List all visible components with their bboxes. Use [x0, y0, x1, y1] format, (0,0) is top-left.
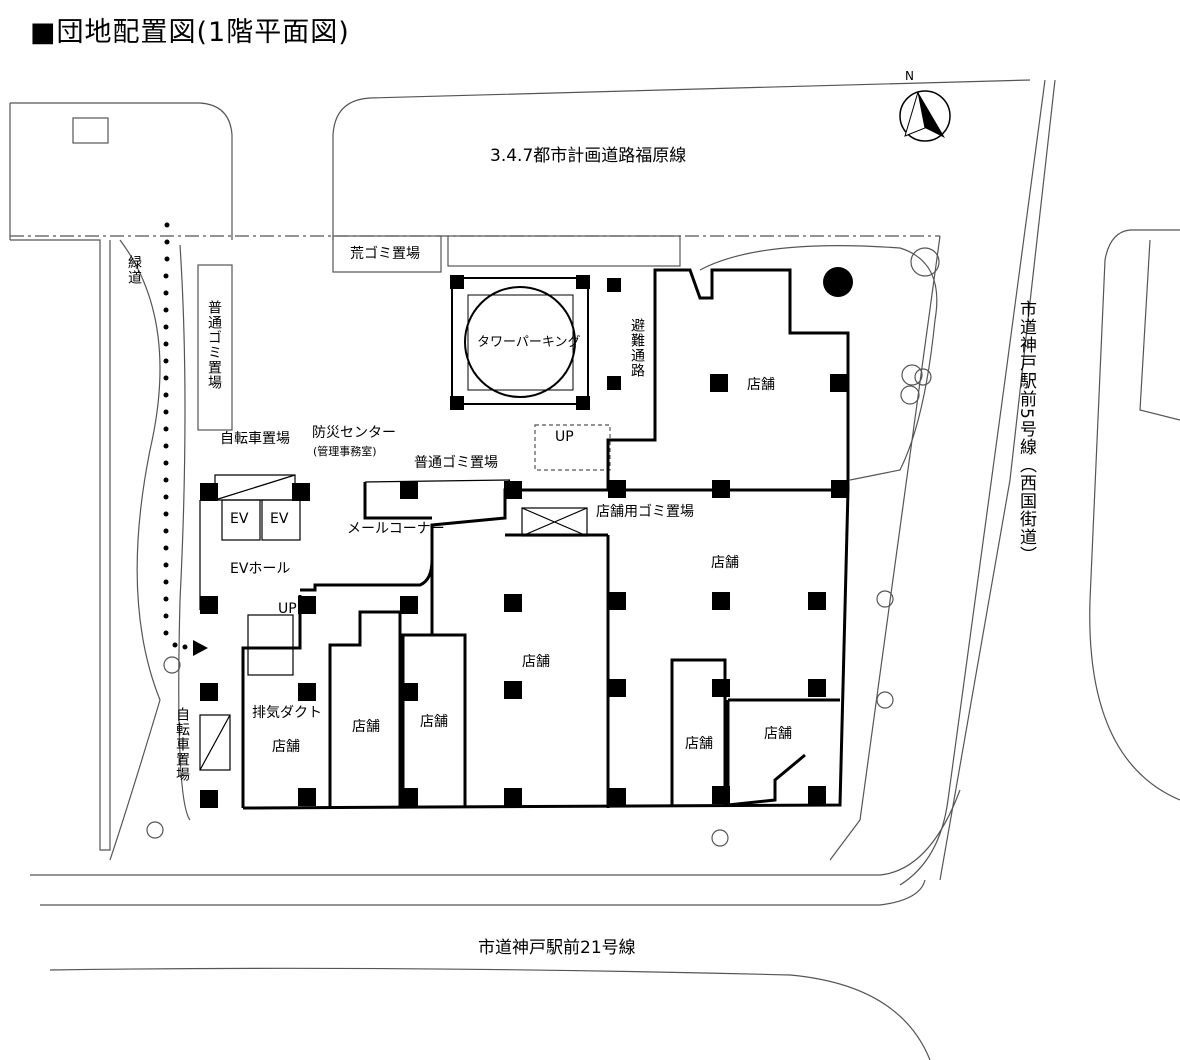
bicycle-parking-side-label: 自転車置場	[174, 707, 190, 782]
shop-label: 店舗	[352, 719, 380, 735]
tower-parking	[451, 277, 589, 405]
road-edge	[899, 79, 1046, 886]
shop-label: 店舗	[747, 377, 775, 393]
garbage-common-label: 普通ゴミ置場	[414, 455, 498, 471]
shop-label: 店舗	[420, 714, 448, 730]
management-office-label: (管理事務室)	[313, 445, 377, 458]
disaster-center-label: 防災センター	[312, 425, 396, 441]
north-label: N	[905, 69, 914, 83]
ev-hall-label: EVホール	[230, 561, 291, 577]
shop-label: 店舗	[522, 654, 550, 670]
exhaust-duct-label: 排気ダクト	[252, 705, 322, 721]
stair-up-label: UP	[555, 429, 574, 445]
shop-label: 店舗	[685, 736, 713, 752]
road-edge	[30, 789, 961, 876]
north-arrow-icon	[899, 90, 951, 142]
page-title: ■団地配置図(1階平面図)	[30, 17, 350, 48]
green-path-label: 緑道	[126, 255, 142, 285]
shop-label: 店舗	[711, 555, 739, 571]
shop-garbage-label: 店舗用ゴミ置場	[596, 504, 694, 520]
road-east-label: 市道神戸駅前5号線（西国街道）	[1016, 300, 1036, 564]
columns	[193, 267, 853, 808]
road-north-label: 3.4.7都市計画道路福原線	[490, 146, 687, 166]
road-edge	[10, 102, 233, 240]
road-south-label: 市道神戸駅前21号線	[478, 938, 636, 958]
building-walls	[241, 268, 850, 810]
stair-up-label-2: UP	[278, 601, 297, 617]
road-edge	[332, 79, 1031, 240]
shop-label: 店舗	[764, 726, 792, 742]
bicycle-parking-label: 自転車置場	[220, 431, 290, 447]
rough-garbage-label: 荒ゴミ置場	[350, 246, 420, 262]
evacuation-path-label: 避難通路	[629, 318, 645, 378]
ev1-label: EV	[230, 511, 249, 527]
tower-parking-label: タワーパーキング	[477, 335, 581, 350]
mail-corner-label: メールコーナー	[347, 521, 445, 537]
garbage-vertical-label: 普通ゴミ置場	[206, 300, 222, 390]
ev2-label: EV	[270, 511, 289, 527]
shop-label: 店舗	[272, 739, 300, 755]
